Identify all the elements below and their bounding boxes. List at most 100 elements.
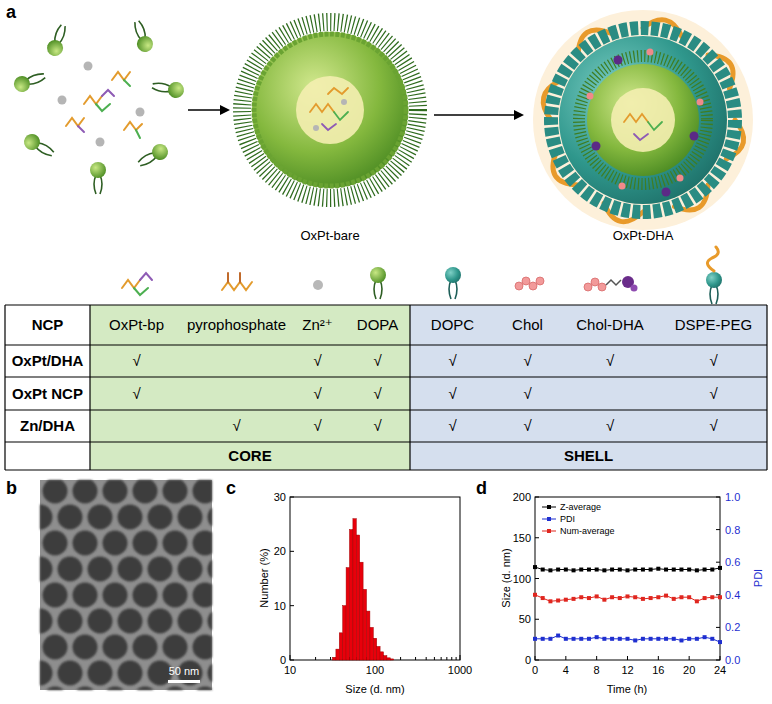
data-point [602, 637, 606, 641]
tick-label: 100 [513, 572, 531, 585]
data-point [602, 598, 606, 602]
data-point [618, 596, 622, 600]
data-point [626, 568, 630, 572]
histogram-bar [380, 652, 383, 660]
data-point [548, 568, 552, 572]
histogram-bar [350, 530, 353, 660]
check-mark: √ [709, 417, 717, 434]
histogram-bar [333, 657, 336, 660]
data-point [579, 595, 583, 599]
data-point [656, 595, 660, 599]
tick [290, 655, 291, 660]
data-point [626, 637, 630, 641]
check-mark: √ [523, 352, 531, 369]
arrow-line [434, 114, 516, 116]
data-point [556, 599, 560, 603]
tick-label: 0 [525, 654, 531, 667]
legend-marker [547, 517, 551, 521]
histogram-bar [384, 656, 387, 660]
data-point [633, 568, 637, 572]
tick [290, 660, 294, 661]
data-point [595, 635, 599, 639]
legend-marker [547, 529, 551, 533]
tick [535, 578, 539, 579]
data-point [703, 635, 707, 639]
data-point [664, 568, 668, 572]
process-arrow [188, 105, 230, 115]
data-point [610, 568, 614, 572]
check-mark: √ [313, 417, 321, 434]
tick-label: 8 [594, 664, 600, 677]
data-point [610, 595, 614, 599]
data-point [602, 568, 606, 572]
tick-label: 1000 [448, 664, 472, 677]
tick-label: 200 [513, 491, 531, 504]
tick [441, 657, 442, 660]
tick-label: 50 [519, 613, 531, 626]
tick-label: 100 [366, 664, 384, 677]
column-header: Chol [512, 316, 543, 333]
plot-frame [535, 497, 720, 660]
check-mark: √ [313, 352, 321, 369]
check-mark: √ [448, 352, 456, 369]
check-mark: √ [523, 385, 531, 402]
data-point [679, 568, 683, 572]
data-point [572, 637, 576, 641]
data-point [687, 595, 691, 599]
check-mark: √ [373, 417, 381, 434]
panel-letter: d [476, 478, 487, 499]
histogram-bar [373, 638, 376, 660]
histogram-bar [353, 519, 356, 660]
data-point [633, 638, 637, 642]
arrowhead [514, 110, 524, 120]
nanoparticle-bare: OxPt-bare [232, 12, 428, 246]
check-mark: √ [448, 385, 456, 402]
tick [716, 562, 720, 563]
column-header: DOPC [431, 316, 474, 333]
tick [290, 605, 294, 606]
check-mark: √ [709, 352, 717, 369]
data-point [641, 597, 645, 601]
check-mark: √ [709, 385, 717, 402]
tick [415, 657, 416, 660]
histogram-bar [336, 649, 339, 660]
tick [720, 656, 721, 660]
group-label: CORE [228, 447, 271, 464]
data-point [533, 593, 537, 597]
data-point [649, 637, 653, 641]
data-point [641, 568, 645, 572]
data-point [679, 638, 683, 642]
data-point [533, 637, 537, 641]
check-mark: √ [313, 385, 321, 402]
tick-label: 20 [683, 664, 695, 677]
check-mark: √ [132, 352, 140, 369]
particle-outline [530, 6, 756, 246]
legend-label: PDI [560, 514, 575, 524]
data-point [572, 597, 576, 601]
tick [290, 497, 294, 498]
check-mark: √ [232, 417, 240, 434]
table-header: NCP [32, 316, 64, 333]
data-point [656, 567, 660, 571]
data-point [710, 595, 714, 599]
tick [716, 594, 720, 595]
data-point [587, 637, 591, 641]
histogram-bar [356, 535, 359, 660]
tick-label: 4 [563, 664, 569, 677]
panel-letter: b [6, 478, 17, 499]
data-point [718, 640, 722, 644]
tick [451, 657, 452, 660]
histogram-bar [367, 611, 370, 660]
data-point [718, 595, 722, 599]
data-point [533, 565, 537, 569]
tick [627, 656, 628, 660]
tick [290, 551, 294, 552]
data-point [703, 568, 707, 572]
row-header: OxPt NCP [12, 385, 83, 402]
data-point [687, 568, 691, 572]
data-point [618, 568, 622, 572]
histogram-bar [360, 562, 363, 660]
data-point [710, 637, 714, 641]
data-point [656, 637, 660, 641]
data-point [633, 595, 637, 599]
